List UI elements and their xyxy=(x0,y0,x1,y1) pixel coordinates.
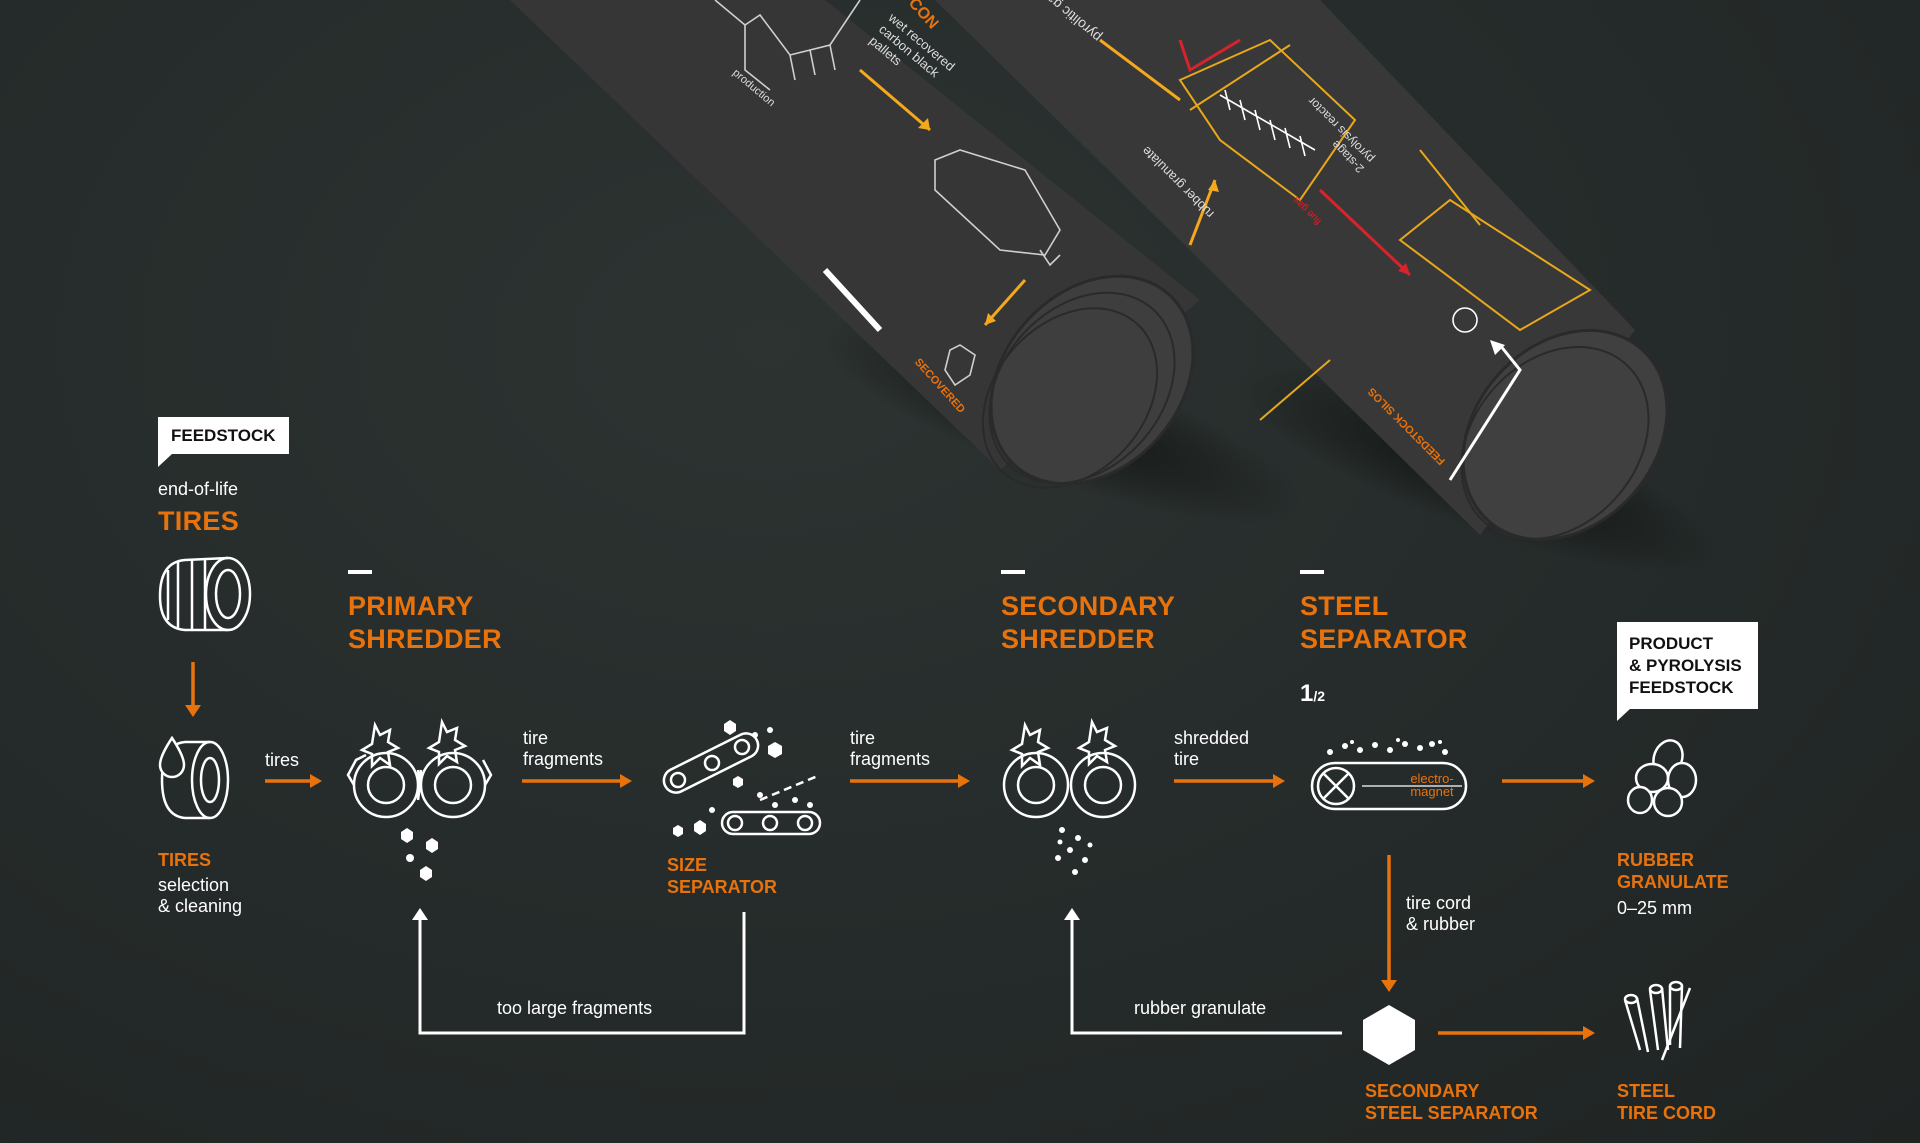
hexagon-icon xyxy=(1363,1005,1415,1065)
product-tag: PRODUCT & PYROLYSIS FEEDSTOCK xyxy=(1617,622,1758,709)
electromagnet-icon xyxy=(1310,761,1468,811)
arrow-label-size-2: fragments xyxy=(850,749,931,769)
product-tag-3: FEEDSTOCK xyxy=(1629,678,1734,697)
secondary-steel-title-2: STEEL SEPARATOR xyxy=(1365,1103,1538,1123)
primary-title-1: PRIMARY xyxy=(348,591,474,621)
arrow-label-primary-2: fragments xyxy=(523,749,604,769)
size-separator-icon xyxy=(662,732,822,836)
arrow-label-size-1: tire xyxy=(850,728,876,748)
magnet-label-1: electro- xyxy=(1410,771,1454,786)
feedstock-title: TIRES xyxy=(158,506,240,536)
steel-cord-title-2: TIRE CORD xyxy=(1617,1103,1716,1123)
step-tires-desc-1: selection xyxy=(158,875,230,895)
tires-stack-icon xyxy=(158,556,252,632)
primary-shredder-icon xyxy=(346,717,493,819)
rubber-granulate-size: 0–25 mm xyxy=(1617,898,1693,918)
steel-title-1: STEEL xyxy=(1300,591,1389,621)
arrow-label-secondary-1: shredded xyxy=(1174,728,1250,748)
step-tires-title: TIRES xyxy=(158,850,212,870)
arrow-label-tires: tires xyxy=(265,750,300,770)
secondary-dash xyxy=(1001,570,1025,574)
secondary-shredder-icon xyxy=(1002,717,1137,819)
magnet-label-2: magnet xyxy=(1410,784,1454,799)
product-tag-2: & PYROLYSIS xyxy=(1629,656,1742,675)
rubber-granulate-icon xyxy=(1626,739,1698,818)
secondary-title-1: SECONDARY xyxy=(1001,591,1176,621)
size-separator-title-2: SEPARATOR xyxy=(667,877,778,897)
loop-rubber-granulate xyxy=(1070,918,1342,1035)
feedstock-subtitle: end-of-life xyxy=(158,479,239,499)
steel-fraction: 1/2 xyxy=(1300,680,1325,708)
secondary-steel-title-1: SECONDARY xyxy=(1365,1081,1480,1101)
feedstock-tag: FEEDSTOCK xyxy=(158,417,289,454)
step-tires-desc-2: & cleaning xyxy=(158,896,243,916)
steel-cord-title-1: STEEL xyxy=(1617,1081,1676,1101)
product-tag-1: PRODUCT xyxy=(1629,634,1714,653)
size-separator-title-1: SIZE xyxy=(667,855,708,875)
rubber-granulate-title-1: RUBBER xyxy=(1617,850,1695,870)
down-label-2: & rubber xyxy=(1406,914,1476,934)
steel-title-2: SEPARATOR xyxy=(1300,624,1468,654)
steel-cord-icon xyxy=(1623,980,1692,1061)
down-label-1: tire cord xyxy=(1406,893,1472,913)
right-roll-end xyxy=(1461,328,1669,542)
tire-cleaning-icon xyxy=(158,735,230,820)
steel-dash xyxy=(1300,570,1324,574)
loop-label-rubber-granulate: rubber granulate xyxy=(1134,998,1267,1018)
fraction-small: /2 xyxy=(1313,688,1326,704)
fraction-big: 1 xyxy=(1300,680,1314,707)
feedstock-tag-text: FEEDSTOCK xyxy=(171,426,276,445)
loop-too-large xyxy=(418,912,746,1035)
arrow-label-secondary-2: tire xyxy=(1174,749,1200,769)
magnet-label: electro- magnet xyxy=(1402,772,1462,798)
primary-title-2: SHREDDER xyxy=(348,624,502,654)
primary-dash xyxy=(348,570,372,574)
arrow-label-primary-1: tire xyxy=(523,728,549,748)
right-roll-body xyxy=(935,0,1635,535)
loop-label-too-large: too large fragments xyxy=(497,998,653,1018)
secondary-title-2: SHREDDER xyxy=(1001,624,1155,654)
rubber-granulate-title-2: GRANULATE xyxy=(1617,872,1729,892)
